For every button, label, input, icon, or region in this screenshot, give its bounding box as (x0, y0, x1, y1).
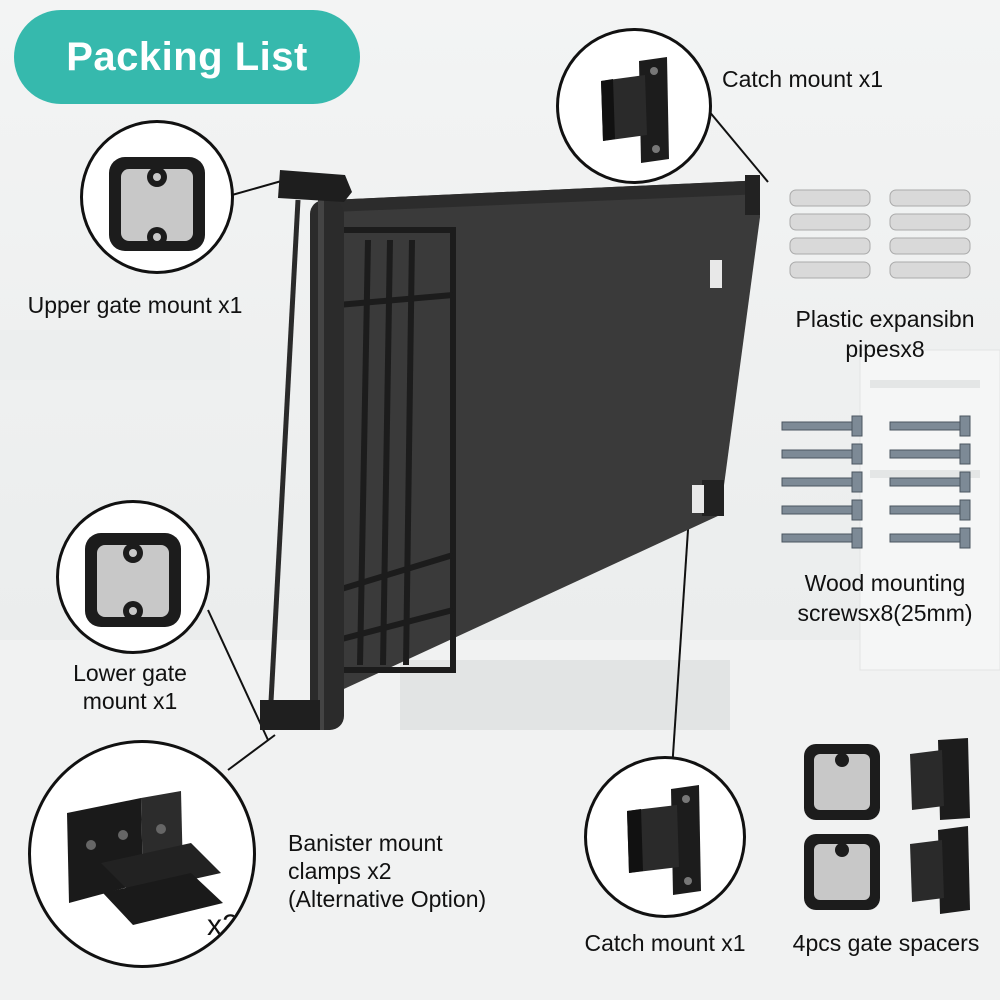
catch-mount-icon (627, 785, 701, 895)
banister-label-line2: clamps x2 (288, 858, 392, 884)
plastic-pipes-label-line2: pipesx8 (845, 336, 925, 362)
banister-label-line1: Banister mount (288, 830, 443, 856)
upper-gate-mount-label: Upper gate mount x1 (27, 292, 243, 318)
catch-mount-icon (601, 57, 669, 163)
gate-spacers-label: 4pcs gate spacers (792, 930, 980, 956)
plastic-pipes-label-line1: Plastic expansibn (795, 306, 975, 332)
banister-clamp-icon: x2 (67, 791, 239, 942)
wood-screw-icon (781, 415, 971, 549)
banister-clamp-circle: x2 (28, 740, 256, 968)
gate-spacer-icon (804, 738, 970, 914)
lower-gate-mount-icon (85, 533, 181, 627)
lower-gate-mount-circle (56, 500, 210, 654)
wood-screws-label-line2: screwsx8(25mm) (797, 600, 973, 626)
banister-label-line3: (Alternative Option) (288, 886, 487, 912)
lower-gate-mount-label-line1: Lower gate (73, 660, 187, 686)
upper-gate-mount-icon (109, 157, 205, 251)
catch-mount-bottom-circle (584, 756, 746, 918)
lower-gate-mount-label-line2: mount x1 (82, 688, 178, 714)
catch-mount-top-label: Catch mount x1 (722, 66, 884, 92)
page-title: Packing List (14, 10, 360, 104)
wood-screws-label-line1: Wood mounting (804, 570, 966, 596)
catch-mount-top-circle (556, 28, 712, 184)
retractable-gate (260, 170, 760, 730)
catch-mount-bottom-label: Catch mount x1 (584, 930, 746, 956)
upper-gate-mount-circle (80, 120, 234, 274)
expansion-pipe-icon (789, 189, 971, 279)
